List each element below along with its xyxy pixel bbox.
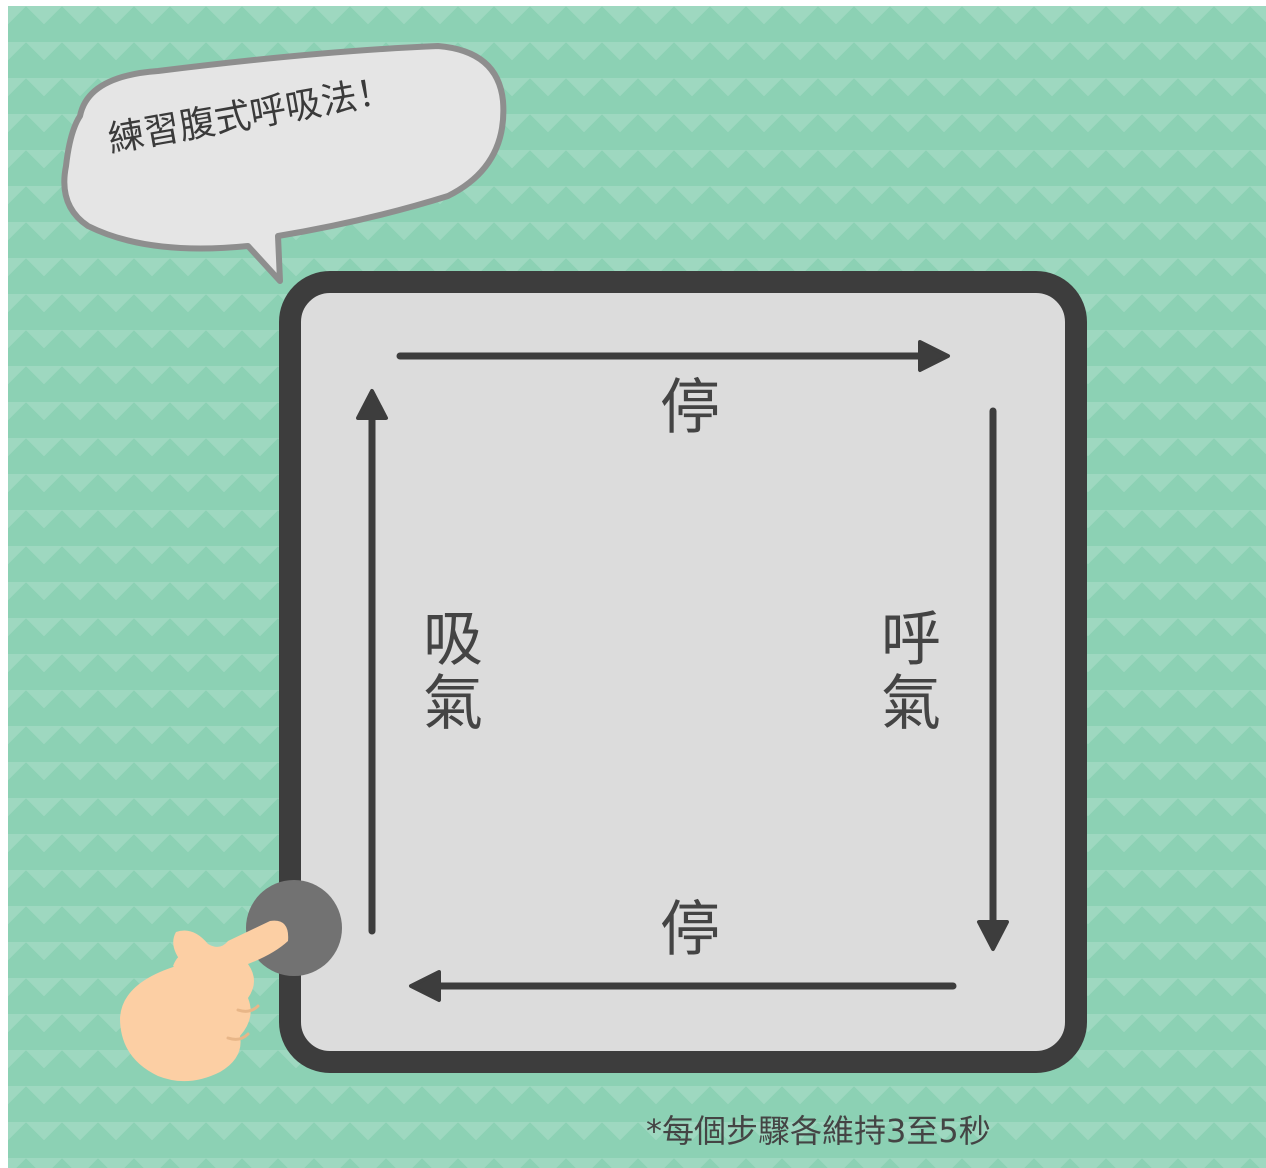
label-left-inhale: 吸氣	[423, 605, 483, 739]
label-bottom-pause: 停	[660, 895, 720, 965]
label-top-pause: 停	[660, 373, 720, 443]
breathing-square	[279, 271, 1087, 1073]
pointing-hand-icon	[120, 920, 289, 1082]
canvas: 練習腹式呼吸法！ 停 呼氣 停 吸氣 *每個步驟各維持3至5秒	[8, 6, 1266, 1168]
footnote: *每個步驟各維持3至5秒	[646, 1112, 991, 1150]
label-right-exhale: 呼氣	[881, 605, 941, 739]
arrow-top	[396, 340, 950, 372]
speech-bubble	[61, 43, 507, 284]
arrow-right	[977, 407, 1009, 951]
breathing-diagram	[61, 43, 1087, 1082]
arrow-left	[356, 389, 388, 935]
arrow-bottom	[409, 970, 957, 1002]
